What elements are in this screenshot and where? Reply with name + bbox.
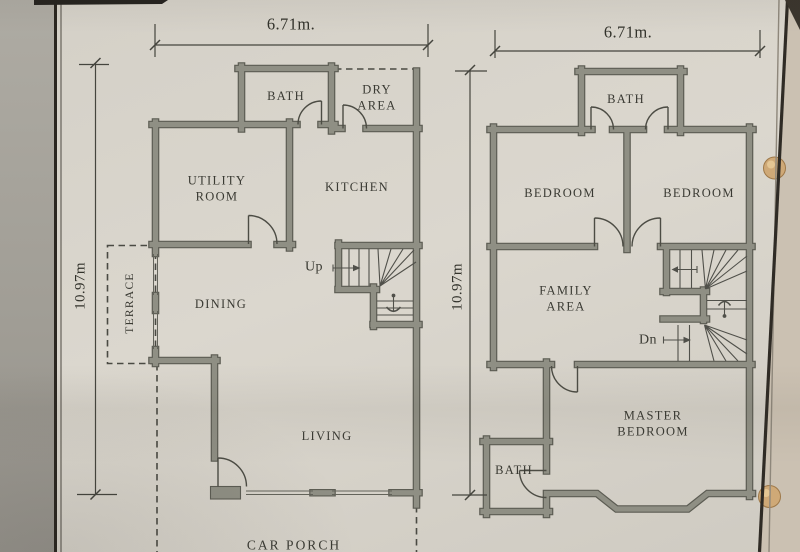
room-label-terrace: TERRACE [123, 272, 136, 334]
room-label-dining: DINING [194, 297, 248, 312]
room-label-car-porch: CAR PORCH [246, 537, 342, 552]
dimension-height-right: 10.97m [449, 263, 466, 311]
bead [763, 156, 786, 180]
walls-ground-floor [152, 66, 419, 505]
room-label-living: LIVING [301, 429, 353, 444]
dimension-line-width-right [494, 30, 761, 58]
desk-background [0, 0, 54, 552]
photo-right-edge [757, 0, 800, 552]
terrace-dashed-outline [106, 244, 157, 365]
room-label-family-area: FAMILY AREA [539, 283, 593, 313]
dimension-height-left: 10.97m [72, 262, 89, 310]
room-label-master-bedroom: MASTER BEDROOM [617, 408, 689, 438]
door-arc-bedroom-right [631, 217, 662, 247]
door-arc-bedroom-left [593, 217, 624, 247]
room-label-utility-room: UTILITY ROOM [187, 173, 247, 203]
room-label-master-bath: BATH [495, 463, 533, 478]
binder-string-dark [757, 0, 790, 552]
room-label-bath-upper: BATH [607, 92, 645, 107]
corner-shadow [785, 0, 800, 30]
paper-edge-line-secondary [60, 0, 62, 552]
room-label-bedroom-right: BEDROOM [663, 186, 735, 201]
door-arc-bath-right [644, 106, 669, 130]
stair-arrowheads-ground [353, 264, 396, 298]
room-label-bath-ground: BATH [267, 89, 305, 104]
stair-arrowheads-first [671, 266, 727, 344]
paper-edge-line [54, 0, 57, 552]
door-arc-bath [297, 100, 323, 125]
door-arcs-first-floor [518, 106, 669, 499]
dimension-width-right: 6.71m. [603, 22, 653, 42]
walls-first-floor [483, 69, 753, 515]
door-arc-master-bath [518, 469, 547, 499]
room-label-bedroom-left: BEDROOM [524, 186, 596, 201]
room-label-kitchen: KITCHEN [325, 180, 389, 195]
dimension-width-left: 6.71m. [266, 14, 316, 34]
stairs-first-floor [662, 249, 748, 362]
entrance-step [209, 485, 242, 500]
stair-label-dn: Dn [639, 332, 657, 348]
door-arc-master-bedroom [550, 365, 579, 393]
door-arc-utility [247, 214, 278, 245]
dashed-outlines [106, 68, 418, 552]
stair-label-up: Up [305, 259, 323, 275]
window-lines [153, 254, 392, 495]
door-arc-dry-area [342, 104, 368, 129]
dimension-lines [77, 24, 766, 501]
room-label-dry-area: DRY AREA [357, 82, 397, 112]
door-arc-front-entrance [217, 457, 248, 487]
backdrop-strip [760, 0, 800, 552]
dimension-line-width-left [154, 24, 429, 57]
door-arcs-ground-floor [217, 100, 368, 487]
top-edge-shadow [34, 0, 168, 5]
door-arc-bath-left [590, 106, 615, 130]
car-porch-dashed-outline [156, 364, 418, 552]
